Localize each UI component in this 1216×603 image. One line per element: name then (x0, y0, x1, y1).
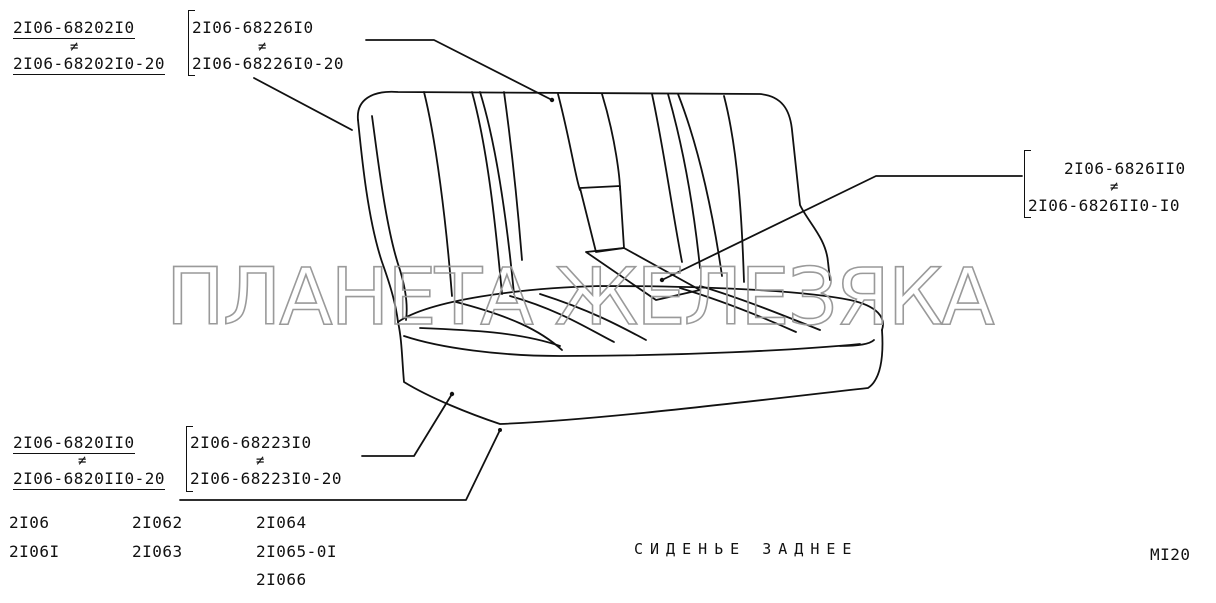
callout-bottom-mid-part: 2I06-68223I0 (190, 433, 312, 452)
callout-bottom-left-part: 2I06-6820II0 (13, 433, 135, 454)
model-col1-item: 2I06 (9, 513, 50, 532)
model-col3-item: 2I064 (256, 513, 307, 532)
drawing-title: СИДЕНЬЕ ЗАДНЕЕ (634, 540, 859, 558)
model-col3-item: 2I066 (256, 570, 307, 589)
callout-top-left-not-equal: ≠ (70, 39, 79, 55)
callout-top-left-variant: 2I06-68202I0-20 (13, 54, 165, 75)
callout-right-variant: 2I06-6826II0-I0 (1028, 196, 1180, 215)
backrest-outline (357, 90, 831, 281)
callout-top-left-part: 2I06-68202I0 (13, 18, 135, 39)
callout-right-not-equal: ≠ (1110, 179, 1119, 195)
model-col3-item: 2I065-0I (256, 542, 338, 561)
leader-top-left (253, 77, 353, 131)
callout-bottom-left-not-equal: ≠ (78, 453, 87, 469)
callout-bottom-mid-bracket (186, 426, 193, 492)
callout-top-mid-part: 2I06-68226I0 (192, 18, 314, 37)
leader-right (661, 175, 1023, 281)
model-col1-item: 2I06I (9, 542, 60, 561)
armrest-opening (579, 185, 625, 253)
callout-top-mid-variant: 2I06-68226I0-20 (192, 54, 344, 73)
cushion-outline (397, 285, 884, 331)
watermark: ПЛАНЕТА ЖЕЛЕЗЯКА (166, 253, 994, 343)
sheet-code: MI20 (1150, 545, 1191, 564)
callout-right-part: 2I06-6826II0 (1064, 159, 1186, 178)
callout-bottom-left-variant: 2I06-6820II0-20 (13, 469, 165, 490)
model-col2-item: 2I063 (132, 542, 183, 561)
model-col2-item: 2I062 (132, 513, 183, 532)
leader-bottom-left (179, 429, 501, 501)
leader-bottom-mid (361, 393, 453, 457)
callout-right-bracket (1024, 150, 1031, 218)
callout-top-mid-bracket (188, 10, 195, 76)
callout-bottom-mid-variant: 2I06-68223I0-20 (190, 469, 342, 488)
callout-bottom-mid-not-equal: ≠ (256, 453, 265, 469)
leader-top-mid (365, 39, 553, 101)
callout-top-mid-not-equal: ≠ (258, 39, 267, 55)
